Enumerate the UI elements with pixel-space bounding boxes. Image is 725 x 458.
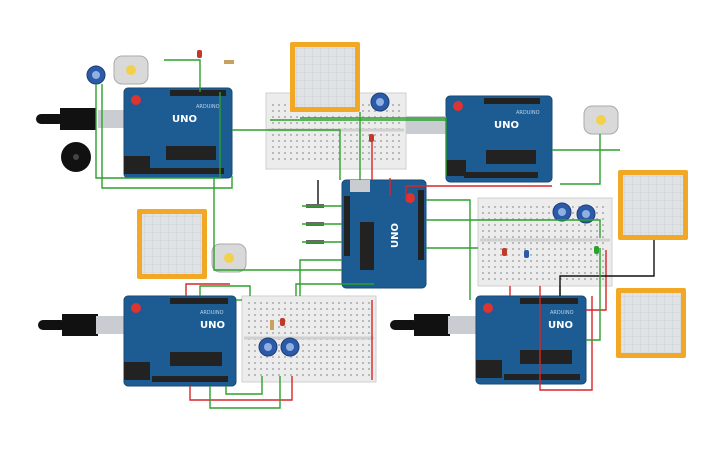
piezo-buzzer-icon[interactable] [61, 142, 91, 172]
arduino-brand-text: ARDUINO [516, 110, 540, 116]
dc-motor-icon[interactable] [583, 105, 619, 135]
arduino-logo-text: UNO [548, 320, 573, 331]
lcd-display-top[interactable] [290, 42, 360, 112]
led-icon[interactable] [369, 134, 374, 142]
arduino-brand-text: ARDUINO [200, 310, 224, 316]
arduino-logo-text: UNO [172, 114, 197, 125]
arduino-brand-text: ARDUINO [550, 310, 574, 316]
potentiometer-icon[interactable] [86, 65, 106, 85]
breadboard-bottom[interactable] [241, 295, 377, 383]
potentiometer-icon[interactable] [370, 92, 390, 112]
arduino-board-bottom-left[interactable]: UNO ARDUINO [38, 295, 237, 387]
potentiometer-icon[interactable] [280, 337, 300, 357]
led-icon[interactable] [594, 246, 599, 254]
arduino-board-top-left[interactable]: UNO ARDUINO [36, 87, 233, 179]
breadboard-right[interactable] [477, 197, 613, 287]
potentiometer-icon[interactable] [258, 337, 278, 357]
led-icon[interactable] [280, 318, 285, 326]
arduino-logo-text: UNO [390, 223, 401, 248]
wires [95, 59, 655, 409]
lcd-display-left[interactable] [137, 209, 207, 279]
lcd-display-right-top[interactable] [618, 170, 688, 240]
potentiometer-icon[interactable] [576, 204, 596, 224]
arduino-logo-text: UNO [200, 320, 225, 331]
dc-motor-icon[interactable] [113, 55, 149, 85]
arduino-brand-text: ARDUINO [196, 104, 220, 110]
led-icon[interactable] [197, 50, 202, 58]
arduino-board-bottom-right[interactable]: UNO ARDUINO [390, 295, 587, 385]
potentiometer-icon[interactable] [552, 202, 572, 222]
led-icon[interactable] [502, 248, 507, 256]
led-icon[interactable] [524, 250, 529, 258]
arduino-board-top-right[interactable]: UNO ARDUINO [406, 95, 553, 183]
arduino-logo-text: UNO [494, 120, 519, 131]
dc-motor-icon[interactable] [211, 243, 247, 273]
arduino-board-center[interactable]: UNO [341, 179, 427, 289]
lcd-display-right-bottom[interactable] [616, 288, 686, 358]
